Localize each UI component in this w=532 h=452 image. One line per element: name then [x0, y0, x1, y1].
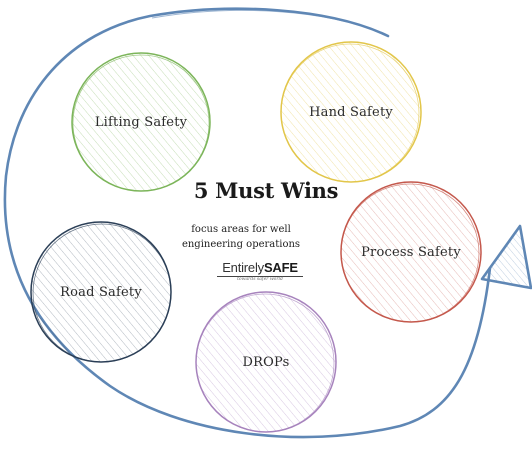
arrowhead-icon — [480, 224, 532, 290]
circle-road-safety — [30, 221, 172, 363]
label-drops: DROPs — [242, 355, 290, 370]
circle-drops — [195, 291, 337, 433]
subtitle-line-2: engineering operations — [181, 239, 301, 250]
circle-hand-safety — [280, 41, 422, 183]
entirelysafe-logo: EntirelySAFE towards safer world — [214, 260, 306, 284]
diagram-title: 5 Must Wins — [193, 178, 339, 203]
logo-brand: EntirelySAFE — [214, 260, 306, 275]
subtitle-line-1: focus areas for well — [191, 224, 291, 235]
label-process-safety: Process Safety — [361, 245, 461, 260]
cycle-arrow — [3, 7, 492, 439]
logo-brand-suffix: SAFE — [263, 260, 298, 275]
label-lifting-safety: Lifting Safety — [94, 115, 188, 130]
logo-tagline: towards safer world — [237, 277, 283, 282]
diagram-subtitle: focus areas for well engineering operati… — [171, 222, 311, 252]
label-road-safety: Road Safety — [60, 285, 142, 300]
label-hand-safety: Hand Safety — [309, 105, 393, 120]
logo-brand-prefix: Entirely — [222, 260, 264, 275]
circle-process-safety — [340, 181, 482, 323]
circle-lifting-safety — [71, 52, 211, 192]
logo-underline — [217, 276, 303, 277]
